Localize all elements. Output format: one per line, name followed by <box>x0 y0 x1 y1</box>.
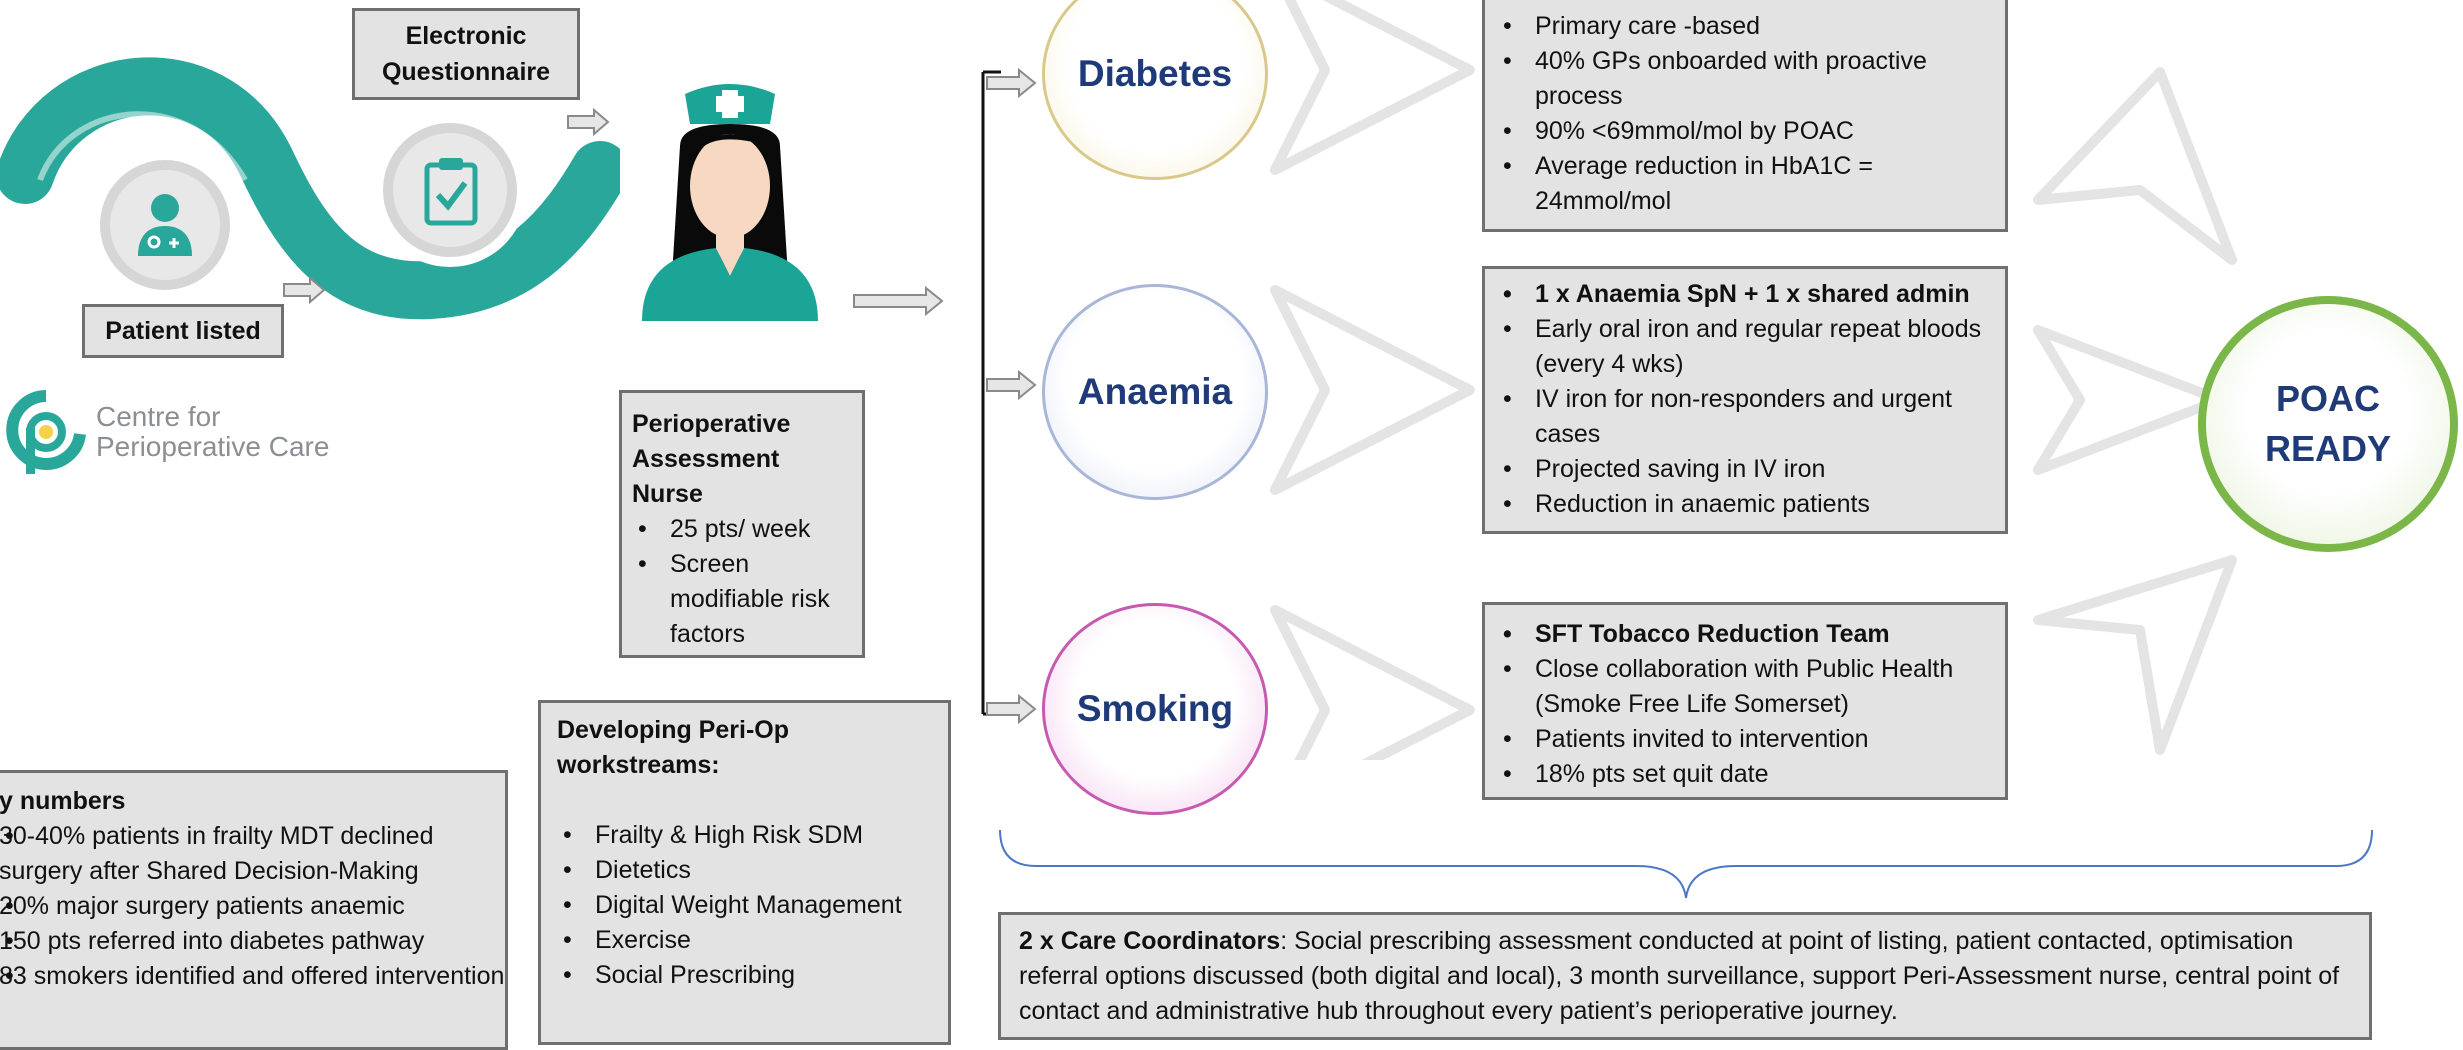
list-item: Close collaboration with Public Health (… <box>1497 652 1993 722</box>
intake-process-graphic <box>0 57 620 320</box>
brace-connector <box>999 829 2373 899</box>
list-item: 25 pts/ week <box>632 512 852 547</box>
smoking-label: Smoking <box>1076 688 1234 729</box>
chevron-decor <box>1270 0 1475 760</box>
patient-listed-label: Patient listed <box>82 304 284 358</box>
poac-ready-circle: POAC READY <box>2198 296 2458 552</box>
arrow-icon <box>567 108 610 136</box>
list-item: SFT Tobacco Reduction Team <box>1497 617 1993 652</box>
logo-line1: Centre for <box>96 401 221 432</box>
smoking-box: SFT Tobacco Reduction Team Close collabo… <box>1482 602 2008 800</box>
logo-text: Centre for Perioperative Care <box>96 402 329 462</box>
list-item: Digital Weight Management <box>557 888 932 923</box>
workstreams-title: Developing Peri-Op workstreams: <box>557 716 789 779</box>
list-item: Screen modifiable risk factors <box>632 547 852 652</box>
key-numbers-title: y numbers <box>0 787 126 815</box>
list-item: Frailty & High Risk SDM <box>557 818 932 853</box>
list-item: 83 smokers identified and offered interv… <box>0 959 505 994</box>
care-coordinators-lead: 2 x Care Coordinators <box>1019 927 1281 955</box>
list-item: Patients invited to intervention <box>1497 722 1993 757</box>
arrow-icon <box>986 694 1037 724</box>
centre-for-perioperative-care-logo <box>6 390 86 474</box>
list-item: 40% GPs onboarded with proactive process <box>1497 44 1993 114</box>
key-numbers-list: 30-40% patients in frailty MDT declined … <box>0 819 505 994</box>
electronic-questionnaire-label: Electronic Questionnaire <box>352 8 580 100</box>
key-numbers-box: y numbers 30-40% patients in frailty MDT… <box>0 770 508 1050</box>
list-item: Exercise <box>557 923 932 958</box>
list-item: Primary care -based <box>1497 9 1993 44</box>
care-coordinators-box: 2 x Care Coordinators: Social prescribin… <box>998 912 2372 1040</box>
list-item: Reduction in anaemic patients <box>1497 487 1993 522</box>
list-item: Average reduction in HbA1C = 24mmol/mol <box>1497 149 1993 219</box>
nurse-box-title: Perioperative Assessment Nurse <box>632 410 791 508</box>
list-item: Early oral iron and regular repeat blood… <box>1497 312 1993 382</box>
list-item: IV iron for non-responders and urgent ca… <box>1497 382 1993 452</box>
arrow-icon <box>986 68 1037 98</box>
workstreams-box: Developing Peri-Op workstreams: Frailty … <box>538 700 951 1045</box>
diabetes-circle: Diabetes <box>1042 0 1268 180</box>
anaemia-label: Anaemia <box>1077 371 1233 412</box>
list-item: 1 x Anaemia SpN + 1 x shared admin <box>1497 277 1993 312</box>
list-item: 30-40% patients in frailty MDT declined … <box>0 819 505 889</box>
list-item: 20% major surgery patients anaemic <box>0 889 505 924</box>
clipboard-check-icon <box>424 158 478 226</box>
list-item: Social Prescribing <box>557 958 932 993</box>
list-item: 18% pts set quit date <box>1497 757 1993 792</box>
poac-line2: READY <box>2264 428 2392 469</box>
poac-line1: POAC <box>2275 378 2380 419</box>
list-item: Projected saving in IV iron <box>1497 452 1993 487</box>
anaemia-box: 1 x Anaemia SpN + 1 x shared admin Early… <box>1482 266 2008 534</box>
logo-line2: Perioperative Care <box>96 431 330 462</box>
arrow-icon <box>986 370 1037 400</box>
smoking-circle: Smoking <box>1042 603 1268 815</box>
doctor-icon <box>138 194 192 256</box>
nurse-icon <box>642 84 818 321</box>
nurse-box-list: 25 pts/ week Screen modifiable risk fact… <box>632 512 852 652</box>
smoking-list: SFT Tobacco Reduction Team Close collabo… <box>1497 617 1993 792</box>
diabetes-box: Primary care -based 40% GPs onboarded wi… <box>1482 0 2008 232</box>
care-coordinators-text: : Social prescribing assessment conducte… <box>1019 927 2340 1025</box>
arrow-icon <box>283 276 326 304</box>
anaemia-circle: Anaemia <box>1042 284 1268 500</box>
anaemia-list: 1 x Anaemia SpN + 1 x shared admin Early… <box>1497 277 1993 522</box>
list-item: 90% <69mmol/mol by POAC <box>1497 114 1993 149</box>
arrow-icon <box>853 286 944 316</box>
list-item: Dietetics <box>557 853 932 888</box>
nurse-info-box: Perioperative Assessment Nurse 25 pts/ w… <box>619 390 865 658</box>
diabetes-list: Primary care -based 40% GPs onboarded wi… <box>1497 9 1993 219</box>
list-item: 150 pts referred into diabetes pathway <box>0 924 505 959</box>
diabetes-label: Diabetes <box>1077 53 1233 94</box>
workstreams-list: Frailty & High Risk SDM Dietetics Digita… <box>557 818 932 993</box>
chevron-decor <box>2033 67 2237 755</box>
